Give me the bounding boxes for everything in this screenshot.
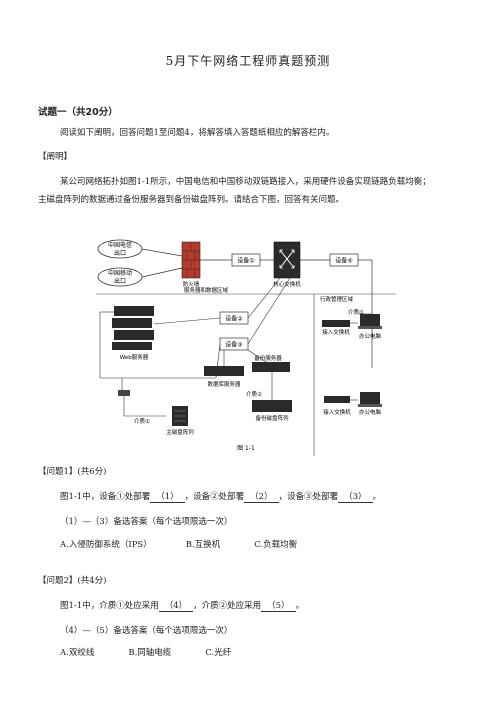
blank-3[interactable]: （3） — [338, 490, 373, 503]
office-pc-2-icon — [358, 392, 382, 407]
firewall-label: 防火墙 — [183, 280, 200, 288]
backup-server-icon — [252, 362, 290, 372]
description-line-1: 某公司网络拓扑如图1-1所示，中国电信和中国移动双链路接入，采用硬件设备实现链路… — [60, 177, 431, 187]
access-switch-1-icon — [322, 320, 350, 327]
svg-text:出口: 出口 — [114, 277, 126, 285]
admin-medium-label: 介质① — [348, 308, 364, 316]
core-switch-label: 核心交换机 — [273, 280, 301, 288]
option-b: B.互换机 — [185, 540, 221, 550]
intro-text: 阅读如下阐明，回答问题1至问题4，将解答填入答题纸相应的解答栏内。 — [60, 128, 335, 138]
backup-server-label: 备份服务器 — [254, 354, 282, 362]
web-server-icon — [112, 306, 154, 350]
question-2-hint: （4）—（5）备选答案（每个选项限选一次） — [60, 626, 233, 636]
question-2-text: 图1-1中，介质①处应采用（4），介质②处应采用（5）。 — [60, 599, 305, 612]
main-disk-array-icon — [172, 406, 188, 426]
web-server-label: Web服务器 — [120, 353, 149, 361]
svg-text:出口: 出口 — [114, 249, 126, 257]
server-area-label: 服务器和数据区域 — [184, 286, 229, 294]
device-2-label: 设备② — [225, 315, 243, 323]
medium-1-label: 介质① — [134, 417, 150, 425]
medium-2-label: 介质② — [246, 390, 262, 398]
office-pc-2-label: 办公电脑 — [359, 408, 382, 416]
description-line-2: 主磁盘阵列的数据通过备份服务器到备份磁盘阵列。请结合下图，回答有关问题。 — [38, 195, 345, 205]
option-c: C.负载均衡 — [254, 540, 298, 550]
option-b: B.同轴电缆 — [128, 648, 172, 658]
network-topology-figure: 中国电信 出口 中国移动 出口 防火墙 设备① — [96, 239, 396, 456]
question-2-options: A.双绞线 B.同轴电缆 C.光纤 — [60, 646, 265, 658]
option-c: C.光纤 — [205, 648, 232, 658]
firewall-icon — [181, 241, 201, 279]
svg-text:中国移动: 中国移动 — [108, 269, 132, 277]
blank-4[interactable]: （4） — [158, 599, 194, 612]
office-pc-1-icon — [358, 314, 382, 329]
database-server-label: 数据库服务器 — [207, 380, 241, 388]
option-a: A.入侵防御系统（IPS） — [60, 540, 152, 550]
blank-2[interactable]: （2） — [244, 490, 279, 503]
svg-text:中国电信: 中国电信 — [108, 241, 132, 249]
device-4-label: 设备④ — [335, 257, 352, 265]
question-1-options: A.入侵防御系统（IPS） B.互换机 C.负载均衡 — [60, 538, 331, 550]
access-switch-1-label: 接入交换机 — [322, 328, 350, 336]
question-1-text: 图1-1中，设备①处部署（1），设备②处部署（2），设备③处部署（3）。 — [60, 490, 382, 503]
access-switch-2-icon — [324, 396, 350, 403]
option-a: A.双绞线 — [60, 648, 95, 658]
admin-area-label: 行政管理区域 — [320, 295, 354, 303]
access-switch-2-label: 接入交换机 — [323, 408, 351, 416]
question-2-heading: 【问题2】(共4分) — [38, 576, 107, 586]
database-server-icon — [204, 366, 244, 376]
question-1-heading: 【问题1】(共6分) — [38, 467, 107, 477]
device-1-label: 设备① — [237, 257, 254, 265]
cloud-china-telecom: 中国电信 出口 — [97, 239, 143, 259]
description-label: 【阐明】 — [38, 152, 73, 162]
section-heading: 试题一（共20分） — [38, 107, 118, 118]
core-switch-icon — [273, 241, 301, 279]
main-array-label: 主磁盘阵列 — [166, 428, 194, 436]
blank-5[interactable]: （5） — [261, 599, 296, 612]
backup-array-label: 备份磁盘阵列 — [255, 414, 289, 422]
figure-caption: 图 1-1 — [237, 445, 255, 452]
backup-disk-array-icon — [252, 400, 292, 412]
document-title: 5月下午网络工程师真题预测 — [165, 54, 331, 68]
office-pc-1-label: 办公电脑 — [359, 332, 382, 340]
cloud-china-mobile: 中国移动 出口 — [97, 267, 143, 287]
blank-1[interactable]: （1） — [150, 490, 185, 503]
device-3-label: 设备③ — [225, 341, 242, 349]
question-1-hint: （1）—（3）备选答案（每个选项限选一次） — [60, 517, 233, 527]
